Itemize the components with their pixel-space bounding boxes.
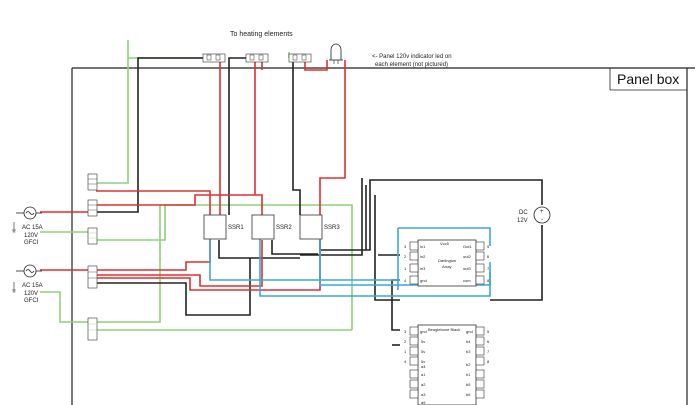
ssr3-label: SSR3 bbox=[324, 225, 340, 231]
beaglebone-black bbox=[409, 324, 485, 405]
darlington-pin7: 7 bbox=[487, 266, 490, 271]
darlington-line1: Darlington bbox=[438, 258, 456, 263]
darlington-array bbox=[409, 239, 485, 287]
dc-plus-label: + bbox=[540, 209, 544, 215]
ac-source-2 bbox=[12, 264, 42, 293]
control-wires bbox=[209, 227, 491, 297]
ac-source-1 bbox=[12, 206, 42, 233]
panel-box-label: Panel box bbox=[617, 71, 679, 87]
ac2-line1: AC 15A bbox=[22, 283, 43, 289]
bbb-left-pin3: 3 bbox=[404, 329, 407, 334]
bbb-right-pin8: 8 bbox=[487, 359, 490, 364]
bbb-b4: b4 bbox=[466, 339, 471, 344]
terminal-block-2 bbox=[87, 199, 98, 217]
bbb-a4: a4 bbox=[421, 364, 426, 369]
darlington-in1: in1 bbox=[420, 244, 426, 249]
ac1-line3: GFCI bbox=[24, 240, 39, 246]
panel-box bbox=[71, 67, 695, 405]
bbb-right-pin5: 5 bbox=[487, 329, 490, 334]
darlington-pin3: 3 bbox=[404, 244, 407, 249]
bbb-right-pin7: 7 bbox=[487, 349, 490, 354]
ssr1-label: SSR1 bbox=[228, 225, 244, 231]
terminal-block-4 bbox=[87, 265, 98, 289]
darlington-out3: out3 bbox=[463, 266, 472, 271]
terminal-block-1 bbox=[87, 173, 98, 191]
indicator-note-line1: <- Panel 120v indicator led on bbox=[372, 54, 452, 60]
bbb-a3: a3 bbox=[421, 392, 426, 397]
darlington-pin2: 2 bbox=[404, 254, 407, 259]
dc-minus-label: - bbox=[541, 217, 543, 223]
bbb-a1: a1 bbox=[421, 372, 426, 377]
indicator-led-icon bbox=[329, 43, 343, 64]
bbb-gnd-left: gnd bbox=[420, 329, 427, 334]
ssr1 bbox=[203, 214, 227, 240]
neutral-wires bbox=[96, 57, 543, 346]
darlington-in2: in2 bbox=[420, 254, 426, 259]
bbb-gnd-right: gnd bbox=[466, 329, 473, 334]
dc-line1: DC bbox=[519, 210, 528, 216]
hot-wires bbox=[40, 58, 346, 291]
terminal-block-3 bbox=[87, 227, 98, 245]
bbb-a5: a5 bbox=[421, 400, 426, 405]
bbb-left-pin2: 2 bbox=[404, 339, 407, 344]
darlington-pin1: 1 bbox=[404, 266, 407, 271]
indicator-note-line2: each element (not pictured) bbox=[375, 62, 448, 68]
terminal-block-5 bbox=[87, 317, 98, 341]
darlington-pin6: 6 bbox=[487, 254, 490, 259]
element-connector-3 bbox=[288, 53, 312, 63]
ssr2-label: SSR2 bbox=[276, 225, 292, 231]
element-connector-2 bbox=[245, 53, 269, 63]
darlington-vcc: Vcc5 bbox=[440, 241, 450, 246]
bbb-b5: b5 bbox=[466, 382, 471, 387]
darlington-in3: in3 bbox=[420, 266, 426, 271]
bbb-left-pin1: 1 bbox=[404, 349, 407, 354]
bbb-a2: a2 bbox=[421, 382, 426, 387]
bbb-left-pin4: 4 bbox=[404, 359, 407, 364]
ac1-line2: 120V bbox=[24, 233, 38, 239]
darlington-out1: Out1 bbox=[463, 244, 472, 249]
dc-line2: 12V bbox=[517, 218, 528, 224]
bbb-right-pin6: 6 bbox=[487, 339, 490, 344]
bbb-5v-a: 5v bbox=[421, 339, 425, 344]
ssr2 bbox=[251, 214, 275, 240]
bbb-b3: b3 bbox=[466, 349, 471, 354]
darlington-pin4: 4 bbox=[404, 278, 407, 283]
darlington-line2: Array bbox=[442, 264, 452, 269]
bbb-title: Beaglebone Black bbox=[428, 327, 460, 332]
ac2-line2: 120V bbox=[24, 291, 38, 297]
heating-elements-label: To heating elements bbox=[230, 31, 293, 38]
bbb-5v-b: 5v bbox=[421, 349, 425, 354]
ground-wires bbox=[40, 40, 353, 331]
bbb-b2: b2 bbox=[466, 362, 471, 367]
bbb-b1: b1 bbox=[466, 372, 471, 377]
ac1-line1: AC 15A bbox=[22, 225, 43, 231]
element-connector-1 bbox=[202, 53, 226, 63]
bbb-b6: b6 bbox=[466, 392, 471, 397]
darlington-out2: out2 bbox=[463, 254, 472, 259]
darlington-gnd: gnd bbox=[420, 278, 427, 283]
ssr3 bbox=[299, 214, 323, 240]
dc-source bbox=[533, 206, 551, 224]
bbb-5v-c: 5v bbox=[421, 359, 425, 364]
darlington-com: com bbox=[463, 278, 471, 283]
ac2-line3: GFCI bbox=[24, 298, 39, 304]
darlington-pin8: 8 bbox=[487, 278, 490, 283]
darlington-pin5: 5 bbox=[487, 244, 490, 249]
